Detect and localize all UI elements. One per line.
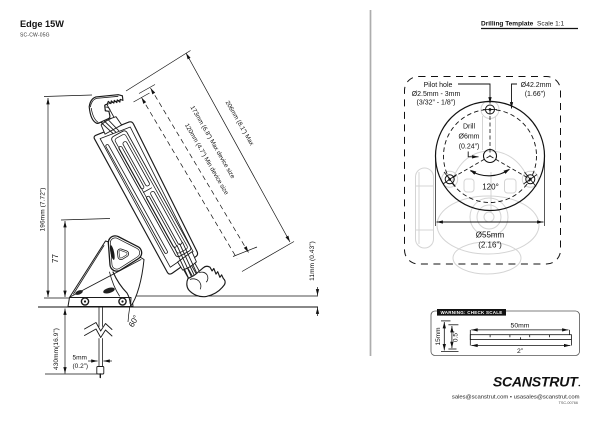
- svg-text:Drilling Template: Drilling Template: [481, 21, 534, 28]
- svg-text:SC-CW-05G: SC-CW-05G: [20, 33, 50, 39]
- svg-text:Ø55mm: Ø55mm: [476, 231, 505, 240]
- svg-text:(2.16”): (2.16”): [478, 241, 502, 250]
- svg-text:Ø42.2mm: Ø42.2mm: [521, 82, 552, 89]
- svg-text:TSC-00766: TSC-00766: [559, 401, 578, 405]
- svg-text:2”: 2”: [517, 348, 524, 355]
- svg-text:0.5”: 0.5”: [453, 331, 460, 342]
- svg-text:(0.2”): (0.2”): [73, 363, 89, 370]
- svg-text:WARNING: CHECK SCALE: WARNING: CHECK SCALE: [441, 310, 503, 315]
- svg-text:5mm: 5mm: [73, 355, 87, 362]
- svg-text:120°: 120°: [482, 183, 499, 192]
- svg-text:196mm (7.72”): 196mm (7.72”): [40, 188, 47, 232]
- svg-text:206mm (8.1”) Max: 206mm (8.1”) Max: [224, 100, 256, 148]
- svg-text:sales@scanstrut.com • usasales: sales@scanstrut.com • usasales@scanstrut…: [452, 395, 580, 401]
- svg-text:SCANSTRUT: SCANSTRUT: [493, 373, 579, 389]
- svg-text:77: 77: [51, 254, 60, 263]
- svg-text:Ø6mm: Ø6mm: [459, 134, 480, 141]
- svg-text:11mm (0.43”): 11mm (0.43”): [309, 241, 316, 281]
- svg-text:Drill: Drill: [463, 124, 475, 131]
- svg-text:Scale 1:1: Scale 1:1: [537, 21, 564, 28]
- svg-text:Pilot hole: Pilot hole: [424, 82, 453, 89]
- svg-text:(1.66”): (1.66”): [525, 91, 546, 98]
- svg-text:Edge 15W: Edge 15W: [20, 19, 64, 29]
- svg-text:Ø2.5mm - 3mm: Ø2.5mm - 3mm: [412, 91, 461, 98]
- svg-text:(0.24”): (0.24”): [459, 144, 480, 151]
- svg-text:50mm: 50mm: [511, 323, 530, 330]
- svg-text:15mm: 15mm: [435, 327, 442, 345]
- svg-text:(3/32” - 1/8”): (3/32” - 1/8”): [417, 100, 456, 107]
- svg-text:60°: 60°: [127, 314, 141, 329]
- svg-text:430mm(16.9”): 430mm(16.9”): [53, 328, 60, 370]
